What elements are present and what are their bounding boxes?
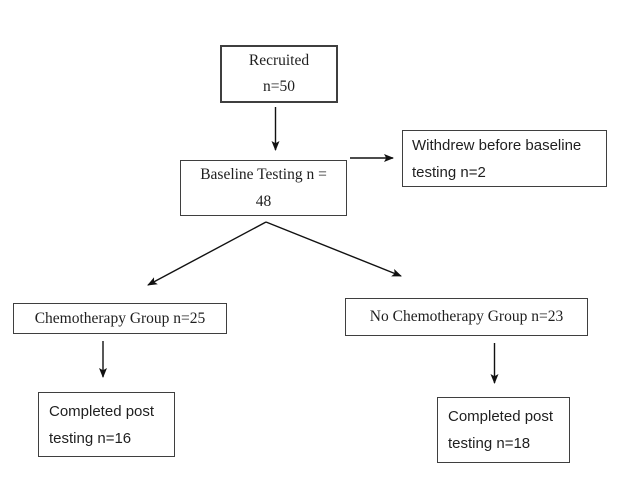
node-completed-post-nochemo-line2: testing n=18: [448, 435, 531, 452]
node-baseline-line2: 48: [255, 193, 272, 210]
node-recruited-line1: Recruited: [248, 52, 310, 69]
node-withdrew: Withdrew before baseline testing n=2: [402, 130, 607, 187]
node-chemotherapy-group: Chemotherapy Group n=25: [13, 303, 227, 334]
node-completed-post-chemo: Completed post testing n=16: [38, 392, 175, 457]
arrow-baseline-to-nochemo: [265, 221, 402, 277]
arrow-baseline-to-chemo: [147, 221, 267, 286]
node-withdrew-line2: testing n=2: [412, 163, 486, 181]
node-recruited-line2: n=50: [263, 78, 295, 95]
node-baseline-testing: Baseline Testing n = 48: [180, 160, 347, 216]
node-baseline-line1: Baseline Testing n =: [200, 166, 327, 183]
node-completed-post-chemo-line1: Completed post: [49, 402, 155, 420]
node-completed-post-chemo-line2: testing n=16: [49, 429, 132, 447]
node-completed-post-nochemo-line1: Completed post: [448, 408, 554, 425]
node-recruited: Recruited n=50: [220, 45, 338, 103]
node-chemotherapy-group-label: Chemotherapy Group n=25: [34, 309, 206, 327]
node-no-chemotherapy-group: No Chemotherapy Group n=23: [345, 298, 588, 336]
node-no-chemotherapy-group-label: No Chemotherapy Group n=23: [369, 308, 564, 325]
node-withdrew-line1: Withdrew before baseline: [412, 136, 582, 154]
node-completed-post-nochemo: Completed post testing n=18: [437, 397, 570, 463]
